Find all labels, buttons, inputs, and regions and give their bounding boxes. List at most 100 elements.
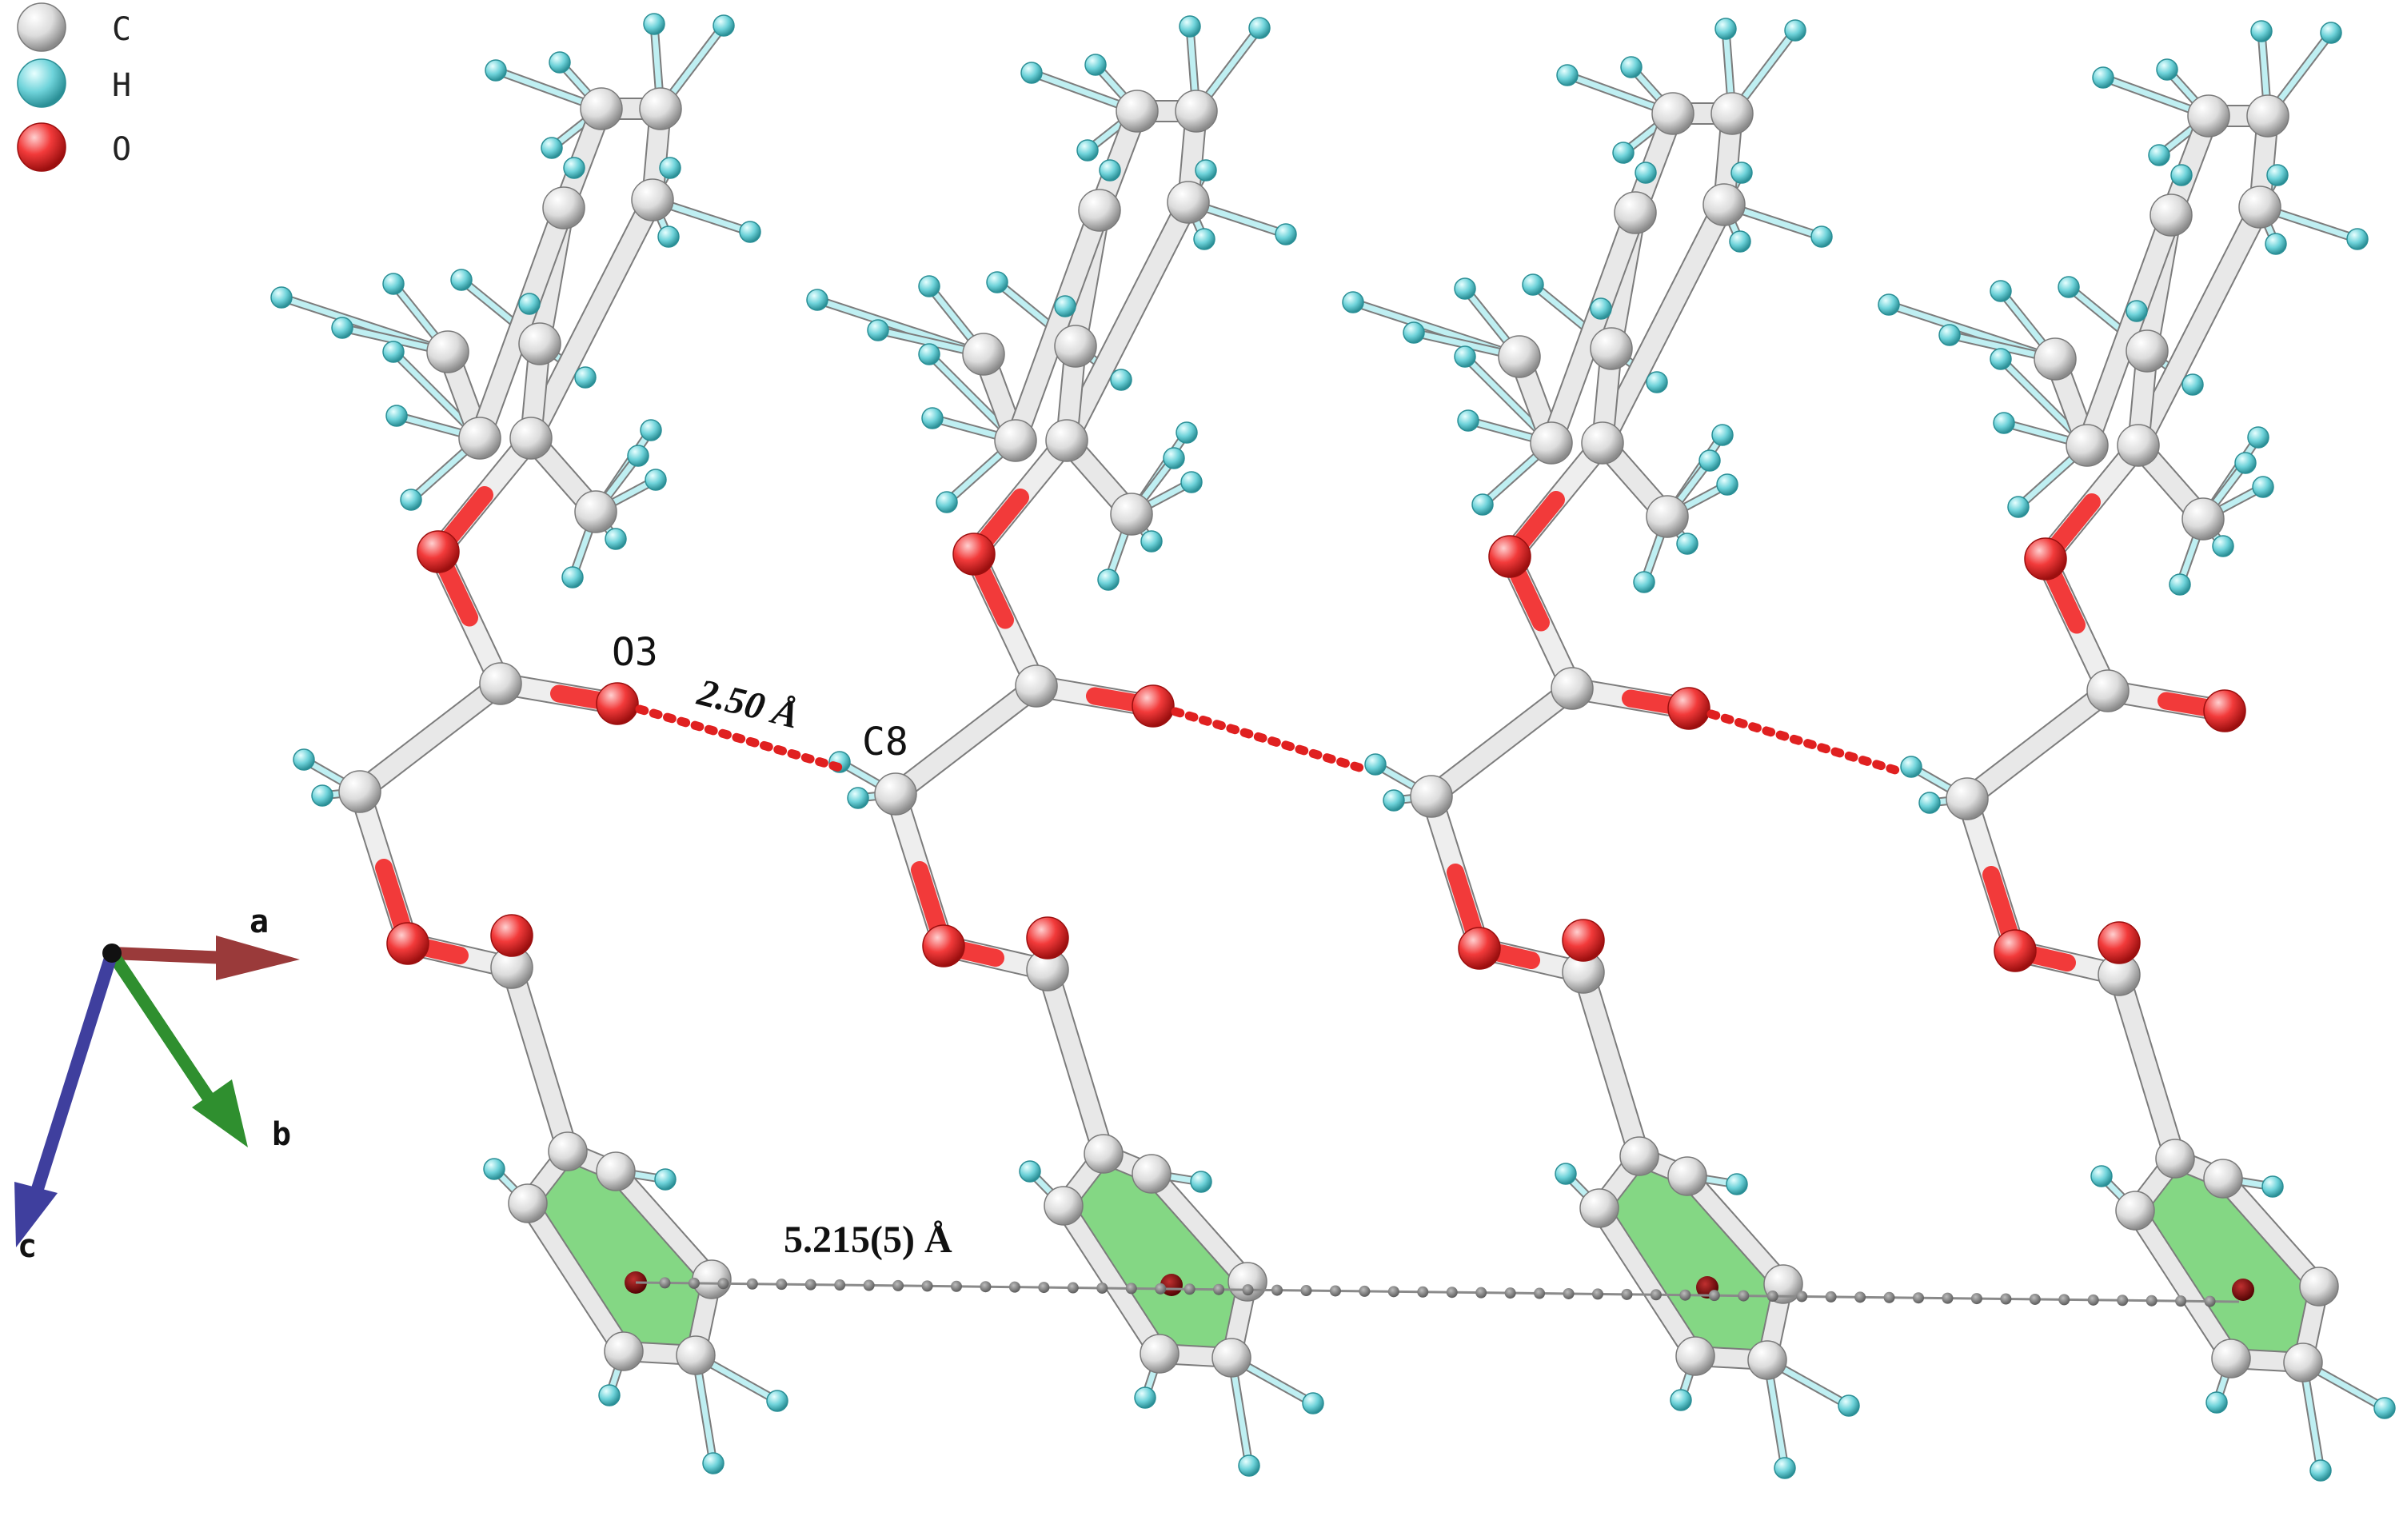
centroid-line-dot xyxy=(2175,1295,2187,1307)
centroid-line-dot xyxy=(1300,1285,1312,1297)
hydrogen-atom xyxy=(2309,1459,2332,1482)
hydrogen-atom xyxy=(1163,447,1185,469)
pi-stacking-line xyxy=(635,1277,2240,1307)
hydrogen-atom xyxy=(400,489,422,511)
carbon-atom xyxy=(2034,337,2077,381)
centroid-line xyxy=(635,1281,2240,1303)
oxygen-atom xyxy=(952,533,996,576)
carbon-atom xyxy=(639,87,682,130)
hydrogen-atom xyxy=(1676,533,1698,555)
hydrogen-atom xyxy=(1134,1386,1156,1409)
hydrogen-atom xyxy=(1471,493,1494,516)
hydrogen-atom xyxy=(485,59,507,82)
centroid-line-dot xyxy=(1913,1292,1924,1304)
hydrogen-atom xyxy=(541,137,563,159)
carbon-atom xyxy=(1044,1186,1084,1226)
hydrogen-atom xyxy=(1938,324,1961,346)
bond-highlight xyxy=(350,674,510,801)
centroid-line-dot xyxy=(1621,1288,1633,1300)
hydrogen-atom xyxy=(1726,1173,1748,1195)
centroid-line-dot xyxy=(1504,1287,1516,1299)
centroid-line-dot xyxy=(2204,1295,2216,1307)
bond-highlight xyxy=(1574,963,1649,1166)
centroid-line-dot xyxy=(951,1280,962,1292)
hydrogen-atom xyxy=(1612,142,1635,164)
centroid-line-dot xyxy=(863,1279,875,1291)
carbon-atom xyxy=(542,186,585,229)
carbon-atom xyxy=(2117,424,2160,467)
hydrogen-atom xyxy=(1990,280,2012,302)
hydrogen-atom xyxy=(2252,476,2274,498)
hydrogen-atom xyxy=(657,225,680,248)
molecule-chain xyxy=(270,13,2396,1482)
centroid-line-dot xyxy=(2029,1293,2041,1305)
oxygen-atom xyxy=(2024,537,2067,580)
carbon-atom xyxy=(1551,667,1594,710)
carbon-atom xyxy=(994,419,1037,462)
hydrogen-atom xyxy=(921,407,944,429)
axis-origin-dot xyxy=(102,944,122,963)
centroid-line-dot xyxy=(1679,1289,1691,1301)
axis-triad: a b c xyxy=(14,904,300,1265)
hydrogen-atom xyxy=(2092,66,2114,89)
carbon-atom xyxy=(596,1151,636,1191)
carbon-atom xyxy=(518,322,561,365)
centroid-line-dot xyxy=(659,1277,671,1289)
oxygen-atom xyxy=(386,922,429,965)
centroid-line-dot xyxy=(1738,1290,1750,1302)
carbon-atom xyxy=(1227,1262,1267,1302)
centroid-line-dot xyxy=(1446,1287,1458,1299)
carbon-atom xyxy=(479,662,522,705)
centroid-line-dot xyxy=(1650,1289,1662,1301)
hydrogen-atom xyxy=(702,1452,724,1474)
hydrogen-atom xyxy=(643,13,665,35)
hydrogen-atom xyxy=(549,51,571,74)
carbon-atom xyxy=(338,770,381,813)
hydrogen-atom xyxy=(1179,15,1201,38)
carbon-atom xyxy=(2203,1159,2243,1199)
hydrogen-atom xyxy=(2266,164,2289,186)
carbon-atom xyxy=(2126,329,2169,373)
hydrogen-atom xyxy=(1403,321,1425,344)
hydrogen-atom xyxy=(1590,297,1612,320)
bond-highlight xyxy=(2126,1202,2240,1367)
carbon-atom xyxy=(1084,1134,1124,1174)
hydrogen-atom xyxy=(1878,293,1900,316)
carbon-atom xyxy=(548,1131,588,1171)
oxygen-atom xyxy=(1488,535,1531,578)
carbon-atom xyxy=(962,333,1005,376)
carbon-atom xyxy=(631,178,674,221)
centroid-line-dot xyxy=(2087,1294,2099,1306)
centroid-line-dot xyxy=(1329,1285,1341,1297)
hydrogen-atom xyxy=(311,784,333,807)
centroid-line-dot xyxy=(688,1277,700,1289)
carbon-atom xyxy=(1015,664,1058,708)
hydrogen-atom xyxy=(1555,1163,1577,1185)
centroid-line-dot xyxy=(1096,1282,1108,1294)
carbon-atom xyxy=(1116,90,1159,133)
hydrogen-atom xyxy=(1054,295,1076,317)
carbon-atom xyxy=(1590,327,1633,370)
hydrogen-atom xyxy=(1635,162,1657,184)
hydrogen-atom xyxy=(1076,139,1099,162)
hydrogen-atom xyxy=(385,405,408,427)
bond-highlight xyxy=(1679,1167,1792,1293)
hydrogen-atom xyxy=(867,319,889,341)
hydrogen-atom xyxy=(1176,421,1198,444)
hydrogen-bonds xyxy=(635,704,1908,777)
hydrogen-atom xyxy=(2320,22,2342,44)
hydrogen-atom xyxy=(1457,409,1479,432)
centroid-line-dot xyxy=(1242,1284,1254,1296)
carbon-atom xyxy=(1614,191,1657,234)
hydrogen-atom xyxy=(2212,535,2234,557)
hydrogen-atom xyxy=(1646,371,1668,393)
centroid-line-dot xyxy=(980,1281,992,1293)
carbon-atom xyxy=(1132,1154,1172,1194)
carbon-atom xyxy=(509,417,553,460)
hydrogen-atom xyxy=(1195,159,1217,182)
centroid-line-dot xyxy=(1067,1282,1079,1294)
hydrogen-atom xyxy=(1900,756,1922,778)
carbon-atom xyxy=(2150,193,2193,237)
hydrogen-atom xyxy=(1990,348,2012,370)
